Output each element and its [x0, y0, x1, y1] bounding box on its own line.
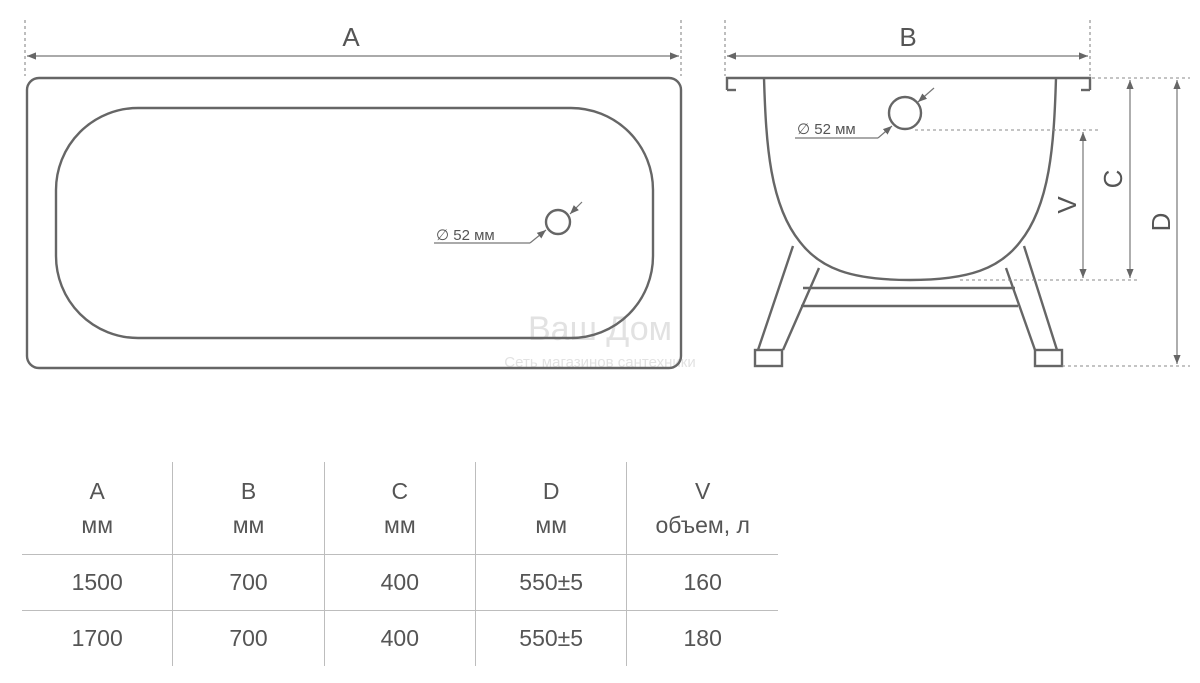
dimension-label-v: V [1052, 196, 1082, 214]
table-cell: 700 [172, 554, 325, 611]
header-symbol: D [542, 478, 560, 504]
table-cell: 180 [626, 610, 778, 666]
watermark: Ваш Дом Сеть магазинов сантехники [504, 310, 695, 371]
header-b: B мм [172, 462, 325, 555]
watermark-title: Ваш Дом [528, 310, 672, 348]
header-unit: мм [232, 512, 265, 538]
top-view: A ∅ 52 мм [24, 20, 683, 370]
drain-pointer-top [569, 201, 583, 215]
header-symbol: V [695, 478, 711, 504]
table-cell: 160 [626, 554, 778, 611]
dimension-label-d: D [1146, 213, 1176, 232]
header-v: V объем, л [626, 462, 778, 555]
drain-hole-side [887, 95, 923, 131]
header-symbol: A [89, 478, 105, 504]
table-header-row: A мм B мм C мм D мм V объем, л [22, 462, 778, 555]
tub-inner-basin [54, 106, 655, 340]
dimensions-table: A мм B мм C мм D мм V объем, л 1500 7 [22, 462, 778, 666]
drain-pointer-side [917, 87, 935, 103]
drain-label-side: ∅ 52 мм [797, 121, 856, 138]
header-symbol: B [240, 478, 257, 504]
dimension-label-a: A [342, 22, 360, 52]
watermark-subtitle: Сеть магазинов сантехники [504, 354, 695, 371]
tub-outer-rim [25, 76, 683, 370]
header-unit: объем, л [655, 512, 750, 538]
header-unit: мм [81, 512, 113, 538]
side-view: B ∅ 52 мм V C D [724, 20, 1190, 368]
table-cell: 550±5 [474, 554, 627, 611]
leg-right [1004, 245, 1059, 351]
dimension-label-b: B [899, 22, 916, 52]
table-cell: 400 [323, 554, 476, 611]
header-symbol: C [391, 478, 409, 504]
header-unit: мм [535, 512, 567, 538]
drain-hole-top [544, 208, 572, 236]
header-c: C мм [323, 462, 476, 555]
table-cell: 400 [323, 610, 476, 666]
table-cell: 550±5 [474, 610, 627, 666]
table-cell: 700 [172, 610, 325, 666]
leg-left [756, 245, 821, 351]
side-rim [725, 76, 1092, 90]
drain-label-top: ∅ 52 мм [436, 227, 495, 244]
table-cell: 1500 [22, 554, 173, 611]
header-unit: мм [384, 512, 416, 538]
table-row: 1500 700 400 550±5 160 [22, 554, 778, 611]
foot-right [1033, 348, 1064, 368]
header-a: A мм [22, 462, 173, 555]
foot-left [753, 348, 784, 368]
bathtub-drawing: Ваш Дом Сеть магазинов сантехники A ∅ 52… [24, 20, 1190, 371]
table-cell: 1700 [22, 610, 173, 666]
side-basin [762, 77, 1058, 282]
table-row: 1700 700 400 550±5 180 [22, 610, 778, 666]
dimension-label-c: C [1098, 170, 1128, 189]
header-d: D мм [474, 462, 627, 555]
